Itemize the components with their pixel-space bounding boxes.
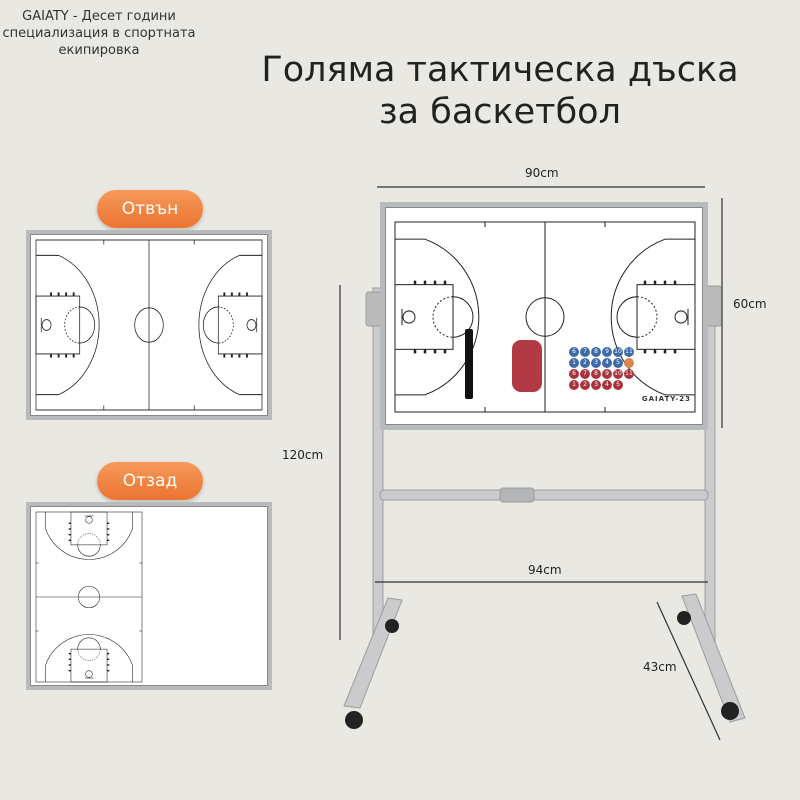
back-view-label: Отзад — [97, 462, 203, 500]
brand-tagline: GAIATY - Десет години специализация в сп… — [2, 9, 196, 58]
front-board-image — [26, 230, 272, 420]
stand-width-label: 94cm — [528, 563, 562, 577]
depth-label: 43cm — [643, 660, 677, 674]
eraser — [512, 340, 542, 392]
player-magnet[interactable]: 8 — [591, 369, 601, 379]
player-magnet[interactable]: 3 — [591, 358, 601, 368]
marker-pen — [465, 329, 473, 399]
player-magnet[interactable]: 10 — [613, 369, 623, 379]
player-magnet[interactable]: 11 — [624, 347, 634, 357]
player-magnet[interactable]: 10 — [613, 347, 623, 357]
width-label: 90cm — [525, 166, 559, 180]
cross-bar — [379, 489, 709, 501]
back-board-image — [26, 502, 272, 690]
player-magnet[interactable]: 3 — [591, 380, 601, 390]
player-magnet[interactable]: 8 — [591, 347, 601, 357]
basketball-court-front — [35, 239, 263, 411]
player-magnet[interactable]: 9 — [602, 369, 612, 379]
wheel — [721, 702, 739, 720]
wheel — [385, 619, 399, 633]
player-magnet[interactable]: 2 — [580, 358, 590, 368]
brand-logo: GAIATY-23 — [641, 395, 691, 403]
basketball-court-back — [35, 511, 143, 683]
wheel — [677, 611, 691, 625]
height-label: 60cm — [733, 297, 767, 311]
player-magnet[interactable]: 5 — [613, 380, 623, 390]
player-magnet[interactable]: 9 — [602, 347, 612, 357]
player-magnet[interactable]: 1 — [569, 358, 579, 368]
ball-magnet[interactable] — [624, 358, 634, 368]
wheel — [345, 711, 363, 729]
player-magnet[interactable]: 7 — [580, 347, 590, 357]
player-magnet[interactable]: 4 — [602, 380, 612, 390]
player-magnet[interactable]: 4 — [602, 358, 612, 368]
front-view-label: Отвън — [97, 190, 203, 228]
total-height-label: 120cm — [282, 448, 324, 462]
player-magnet[interactable]: 7 — [580, 369, 590, 379]
page-title-line2: за баскетбол — [379, 92, 621, 132]
player-magnet[interactable]: 6 — [569, 369, 579, 379]
right-base — [681, 593, 746, 723]
player-magnet[interactable]: 11 — [624, 369, 634, 379]
player-magnet[interactable]: 1 — [569, 380, 579, 390]
page-title-line1: Голяма тактическа дъска — [261, 50, 739, 90]
player-magnet[interactable]: 5 — [613, 358, 623, 368]
basketball-court-main — [394, 221, 696, 413]
dimension-arrow-depth — [656, 601, 721, 741]
player-magnet[interactable]: 2 — [580, 380, 590, 390]
player-magnet[interactable]: 6 — [569, 347, 579, 357]
